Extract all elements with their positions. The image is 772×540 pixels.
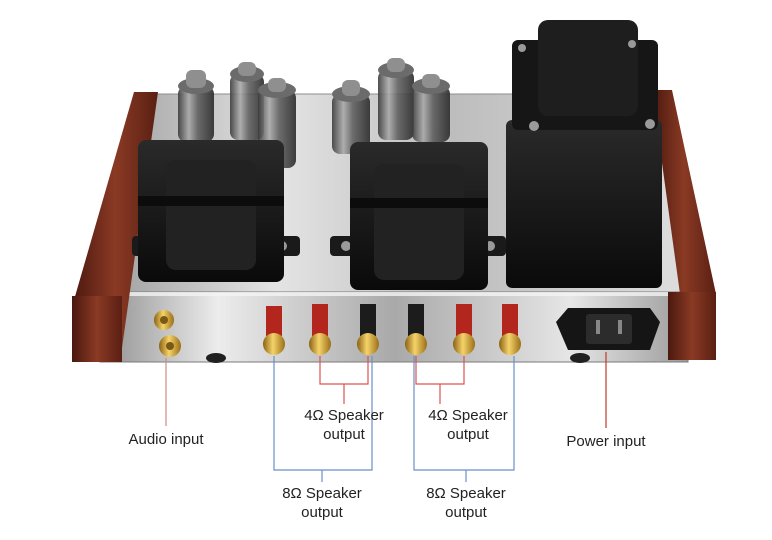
speaker-4ohm-left-line1: 4Ω Speaker	[304, 407, 384, 424]
terminal-1	[263, 306, 285, 355]
terminal-2	[309, 304, 331, 355]
speaker-terminals	[263, 304, 521, 355]
speaker-4ohm-left-line2: output	[323, 426, 365, 443]
callout-lines	[165, 352, 607, 482]
audio-input-label: Audio input	[128, 431, 204, 448]
tube-1	[178, 70, 214, 142]
vacuum-tubes	[178, 58, 450, 168]
tube-5	[378, 58, 414, 140]
speaker-8ohm-left-line1: 8Ω Speaker	[282, 485, 362, 502]
tube-4	[332, 80, 370, 154]
speaker-8ohm-left-line	[273, 356, 373, 471]
output-transformer-left	[132, 140, 300, 282]
power-inlet	[556, 308, 660, 350]
speaker-4ohm-right-label: 4Ω Speaker output	[408, 406, 528, 444]
tube-6	[412, 74, 450, 142]
speaker-8ohm-right-line2: output	[445, 504, 487, 521]
speaker-4ohm-right-line1: 4Ω Speaker	[428, 407, 508, 424]
tube-2	[230, 62, 264, 140]
speaker-8ohm-left-line2: output	[301, 504, 343, 521]
terminal-4	[405, 304, 427, 355]
terminal-5	[453, 304, 475, 355]
speaker-4ohm-left-label: 4Ω Speaker output	[284, 406, 404, 444]
speaker-8ohm-left-label: 8Ω Speaker output	[262, 484, 382, 522]
left-wood-panel	[72, 92, 158, 362]
speaker-8ohm-right-line	[413, 356, 515, 471]
audio-input-jacks	[154, 310, 181, 357]
speaker-8ohm-right-label: 8Ω Speaker output	[406, 484, 526, 522]
speaker-4ohm-right-line2: output	[447, 426, 489, 443]
power-transformer	[506, 20, 662, 288]
speaker-8ohm-right-line1: 8Ω Speaker	[426, 485, 506, 502]
power-input-label: Power input	[566, 433, 646, 450]
terminal-3	[357, 304, 379, 355]
terminal-6	[499, 304, 521, 355]
output-transformer-right	[330, 142, 506, 290]
